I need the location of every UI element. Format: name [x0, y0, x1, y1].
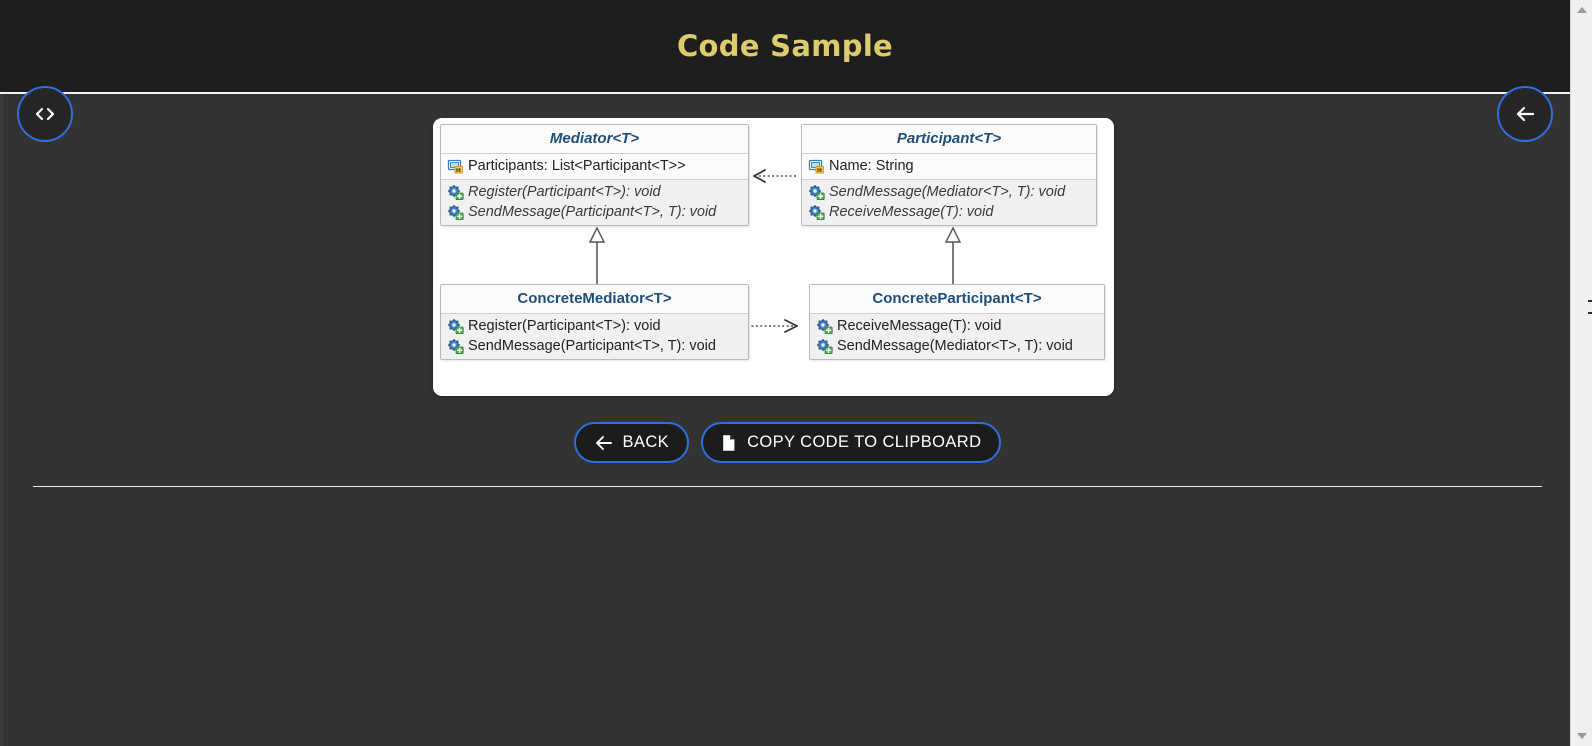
uml-operation-row: ReceiveMessage(T): void: [810, 316, 1104, 336]
uml-attribute-text: Name: String: [829, 158, 914, 174]
uml-attribute-text: Participants: List<Participant<T>>: [468, 158, 686, 174]
document-copy-icon: [721, 434, 737, 452]
method-icon: [447, 318, 464, 334]
page-header: Code Sample: [0, 0, 1570, 94]
uml-operation-text: SendMessage(Participant<T>, T): void: [468, 204, 717, 220]
uml-diagram-card: Mediator<T> Participants: List<Participa…: [433, 118, 1114, 396]
method-icon: [816, 338, 833, 354]
uml-class-concrete-participant[interactable]: ConcreteParticipant<T> ReceiveMessage(T)…: [809, 284, 1105, 360]
copy-code-button[interactable]: COPY CODE TO CLIPBOARD: [701, 422, 1002, 463]
uml-operation-text: SendMessage(Mediator<T>, T): void: [837, 338, 1073, 354]
uml-class-title: Mediator<T>: [441, 125, 748, 154]
uml-operation-row: ReceiveMessage(T): void: [802, 202, 1096, 222]
method-icon: [808, 184, 825, 200]
code-icon: [34, 106, 56, 122]
uml-operation-row: SendMessage(Mediator<T>, T): void: [802, 182, 1096, 202]
uml-operation-text: Register(Participant<T>): void: [468, 318, 661, 334]
uml-class-concrete-mediator[interactable]: ConcreteMediator<T> Register(Participant…: [440, 284, 749, 360]
uml-operations-section: SendMessage(Mediator<T>, T): void Receiv…: [802, 180, 1096, 225]
back-button-label: BACK: [622, 433, 670, 451]
uml-operation-row: Register(Participant<T>): void: [441, 316, 748, 336]
uml-operations-section: Register(Participant<T>): void SendMessa…: [441, 314, 748, 359]
back-floating-button[interactable]: [1497, 86, 1553, 142]
vertical-scrollbar[interactable]: [1570, 0, 1592, 746]
property-icon: [808, 159, 824, 173]
relation-concretemediator-to-concreteparticipant: [747, 319, 798, 333]
uml-class-title: Participant<T>: [802, 125, 1096, 154]
uml-operations-section: ReceiveMessage(T): void SendMessage(Medi…: [810, 314, 1104, 359]
uml-attributes-section: Name: String: [802, 154, 1096, 180]
action-buttons: BACK COPY CODE TO CLIPBOARD: [5, 422, 1570, 463]
method-icon: [447, 184, 464, 200]
uml-operations-section: Register(Participant<T>): void SendMessa…: [441, 180, 748, 225]
method-icon: [447, 204, 464, 220]
uml-operation-text: SendMessage(Mediator<T>, T): void: [829, 184, 1066, 200]
uml-class-title: ConcreteParticipant<T>: [810, 285, 1104, 314]
uml-attributes-section: Participants: List<Participant<T>>: [441, 154, 748, 180]
arrow-left-icon: [1513, 104, 1537, 124]
property-icon: [447, 159, 463, 173]
scrollbar-thumb[interactable]: [1573, 22, 1591, 622]
uml-class-mediator[interactable]: Mediator<T> Participants: List<Participa…: [440, 124, 749, 226]
uml-attribute-row: Name: String: [802, 156, 1096, 176]
left-edge-strip: [0, 94, 5, 746]
uml-diagram: Mediator<T> Participants: List<Participa…: [433, 118, 1114, 396]
uml-operation-text: SendMessage(Participant<T>, T): void: [468, 338, 716, 354]
main-content: Mediator<T> Participants: List<Participa…: [5, 96, 1570, 746]
copy-code-button-label: COPY CODE TO CLIPBOARD: [747, 433, 982, 451]
uml-operation-text: Register(Participant<T>): void: [468, 184, 661, 200]
chevron-down-icon: [1577, 733, 1587, 739]
scrollbar-up-button[interactable]: [1571, 0, 1592, 20]
method-icon: [447, 338, 464, 354]
uml-operation-row: SendMessage(Participant<T>, T): void: [441, 336, 748, 356]
uml-operation-text: ReceiveMessage(T): void: [837, 318, 1002, 334]
uml-operation-row: Register(Participant<T>): void: [441, 182, 748, 202]
uml-operation-row: SendMessage(Participant<T>, T): void: [441, 202, 748, 222]
relation-participant-to-mediator: [753, 169, 796, 183]
content-divider: [33, 486, 1542, 487]
relation-concretemediator-to-mediator: [588, 226, 606, 288]
view-code-button[interactable]: [17, 86, 73, 142]
method-icon: [816, 318, 833, 334]
chevron-up-icon: [1577, 7, 1587, 13]
uml-class-participant[interactable]: Participant<T> Name: String: [801, 124, 1097, 226]
scrollbar-down-button[interactable]: [1571, 726, 1592, 746]
back-button[interactable]: BACK: [573, 422, 690, 463]
arrow-left-icon: [594, 435, 613, 451]
scrollbar-nub: [1588, 312, 1592, 314]
uml-operation-text: ReceiveMessage(T): void: [829, 204, 994, 220]
relation-concreteparticipant-to-participant: [944, 226, 962, 288]
page-title: Code Sample: [676, 29, 894, 63]
uml-attribute-row: Participants: List<Participant<T>>: [441, 156, 748, 176]
uml-operation-row: SendMessage(Mediator<T>, T): void: [810, 336, 1104, 356]
method-icon: [808, 204, 825, 220]
scrollbar-nub: [1588, 300, 1592, 302]
uml-class-title: ConcreteMediator<T>: [441, 285, 748, 314]
